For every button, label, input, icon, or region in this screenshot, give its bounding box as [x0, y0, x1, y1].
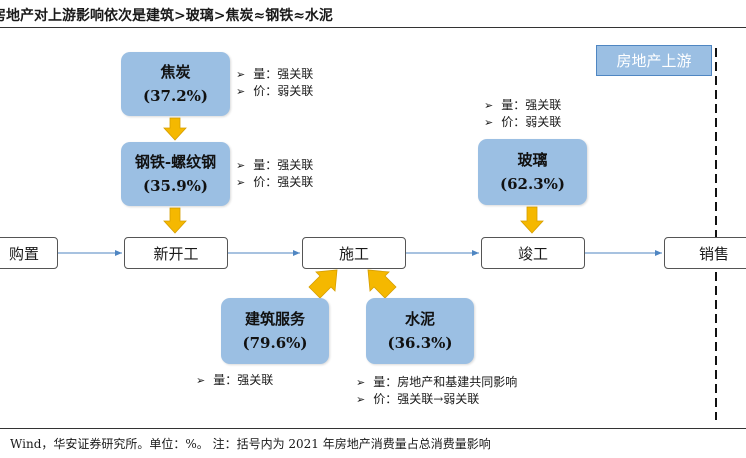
glass-note-price: 价：弱关联 [484, 114, 561, 131]
top-rule [0, 27, 746, 28]
coke-notes: 量：强关联 价：弱关联 [236, 66, 313, 100]
steel-to-start-arrow [163, 207, 187, 234]
glass-box: 玻璃 (62.3%) [478, 139, 587, 205]
stage-purchase: 购置 [0, 237, 58, 269]
build-service-box: 建筑服务 (79.6%) [221, 298, 329, 364]
cement-name: 水泥 [404, 310, 435, 328]
steel-share: (35.9%) [143, 177, 208, 195]
cement-notes: 量：房地产和基建共同影响 价：强关联→弱关联 [356, 374, 517, 408]
cement-note-volume: 量：房地产和基建共同影响 [356, 374, 517, 391]
steel-name: 钢铁-螺纹钢 [134, 153, 217, 171]
build-service-name: 建筑服务 [244, 310, 305, 328]
bottom-rule [0, 428, 746, 429]
stage-new-start: 新开工 [124, 237, 228, 269]
build-note-volume: 量：强关联 [196, 372, 273, 389]
cement-box: 水泥 (36.3%) [366, 298, 474, 364]
glass-note-volume: 量：强关联 [484, 97, 561, 114]
coke-note-price: 价：弱关联 [236, 83, 313, 100]
source-note: Wind，华安证券研究所。单位：%。 注：括号内为 2021 年房地产消费量占总… [10, 437, 491, 451]
coke-note-volume: 量：强关联 [236, 66, 313, 83]
stage-completion: 竣工 [481, 237, 585, 269]
stage-sales: 销售 [664, 237, 746, 269]
build-to-construction-arrow [308, 269, 338, 299]
glass-to-complete-arrow [520, 206, 544, 234]
glass-name: 玻璃 [517, 151, 548, 169]
upstream-label: 房地产上游 [596, 45, 712, 76]
steel-note-price: 价：强关联 [236, 174, 313, 191]
build-service-share: (79.6%) [242, 334, 308, 352]
steel-notes: 量：强关联 价：强关联 [236, 157, 313, 191]
coke-to-steel-arrow [163, 117, 187, 141]
coke-share: (37.2%) [143, 87, 208, 105]
coke-name: 焦炭 [160, 63, 191, 81]
steel-note-volume: 量：强关联 [236, 157, 313, 174]
cement-to-construction-arrow [367, 269, 397, 299]
glass-share: (62.3%) [500, 175, 565, 193]
cement-share: (36.3%) [387, 334, 453, 352]
build-notes: 量：强关联 [196, 372, 273, 389]
glass-notes: 量：强关联 价：弱关联 [484, 97, 561, 131]
page-title: 房地产对上游影响依次是建筑>玻璃>焦炭≈钢铁≈水泥 [0, 8, 333, 24]
cement-note-price: 价：强关联→弱关联 [356, 391, 517, 408]
coke-box: 焦炭 (37.2%) [121, 52, 230, 116]
stage-construction: 施工 [302, 237, 406, 269]
steel-box: 钢铁-螺纹钢 (35.9%) [121, 142, 230, 206]
